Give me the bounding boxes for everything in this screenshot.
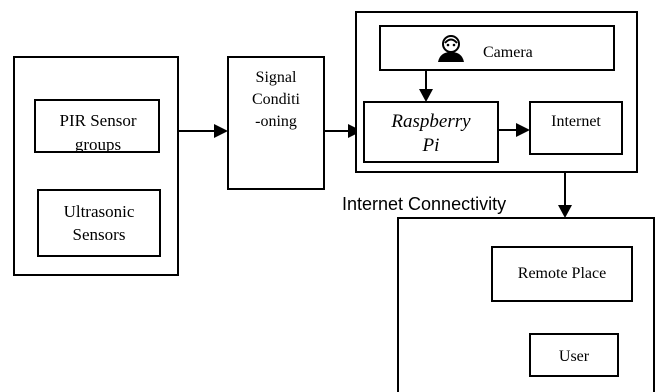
pir-sensor-label-cutoff: groups	[75, 135, 121, 154]
raspberry-label-line1: Raspberry	[390, 111, 471, 132]
ultrasonic-sensors-box	[37, 189, 161, 257]
ultrasonic-label-line2: Sensors	[73, 225, 126, 244]
signal-label-line3: -oning	[255, 113, 297, 130]
remote-place-label: Remote Place	[518, 265, 606, 282]
signal-conditioning-box	[227, 56, 325, 190]
internet-label: Internet	[551, 113, 601, 130]
signal-label-line1: Signal	[256, 69, 297, 86]
arrow-to-remote-head	[558, 205, 572, 218]
user-box	[529, 333, 619, 377]
raspberry-pi-box	[363, 101, 499, 163]
raspberry-label-line2: Pi	[422, 135, 440, 156]
arrow-pi-to-internet-head	[516, 123, 530, 137]
ultrasonic-label-line1: Ultrasonic	[64, 202, 135, 221]
camera-box	[379, 25, 615, 71]
remote-place-box	[491, 246, 633, 302]
pir-sensor-label: PIR Sensor	[60, 111, 137, 130]
internet-box	[529, 101, 623, 155]
camera-person-icon	[438, 35, 464, 62]
arrow-sensors-to-signal-head	[214, 124, 228, 138]
camera-label: Camera	[483, 44, 533, 61]
arrow-camera-to-pi-head	[419, 89, 433, 102]
pir-sensor-box	[34, 99, 160, 153]
signal-label-line2: Conditi	[252, 91, 301, 108]
user-label: User	[559, 348, 590, 365]
internet-connectivity-label: Internet Connectivity	[342, 194, 506, 214]
